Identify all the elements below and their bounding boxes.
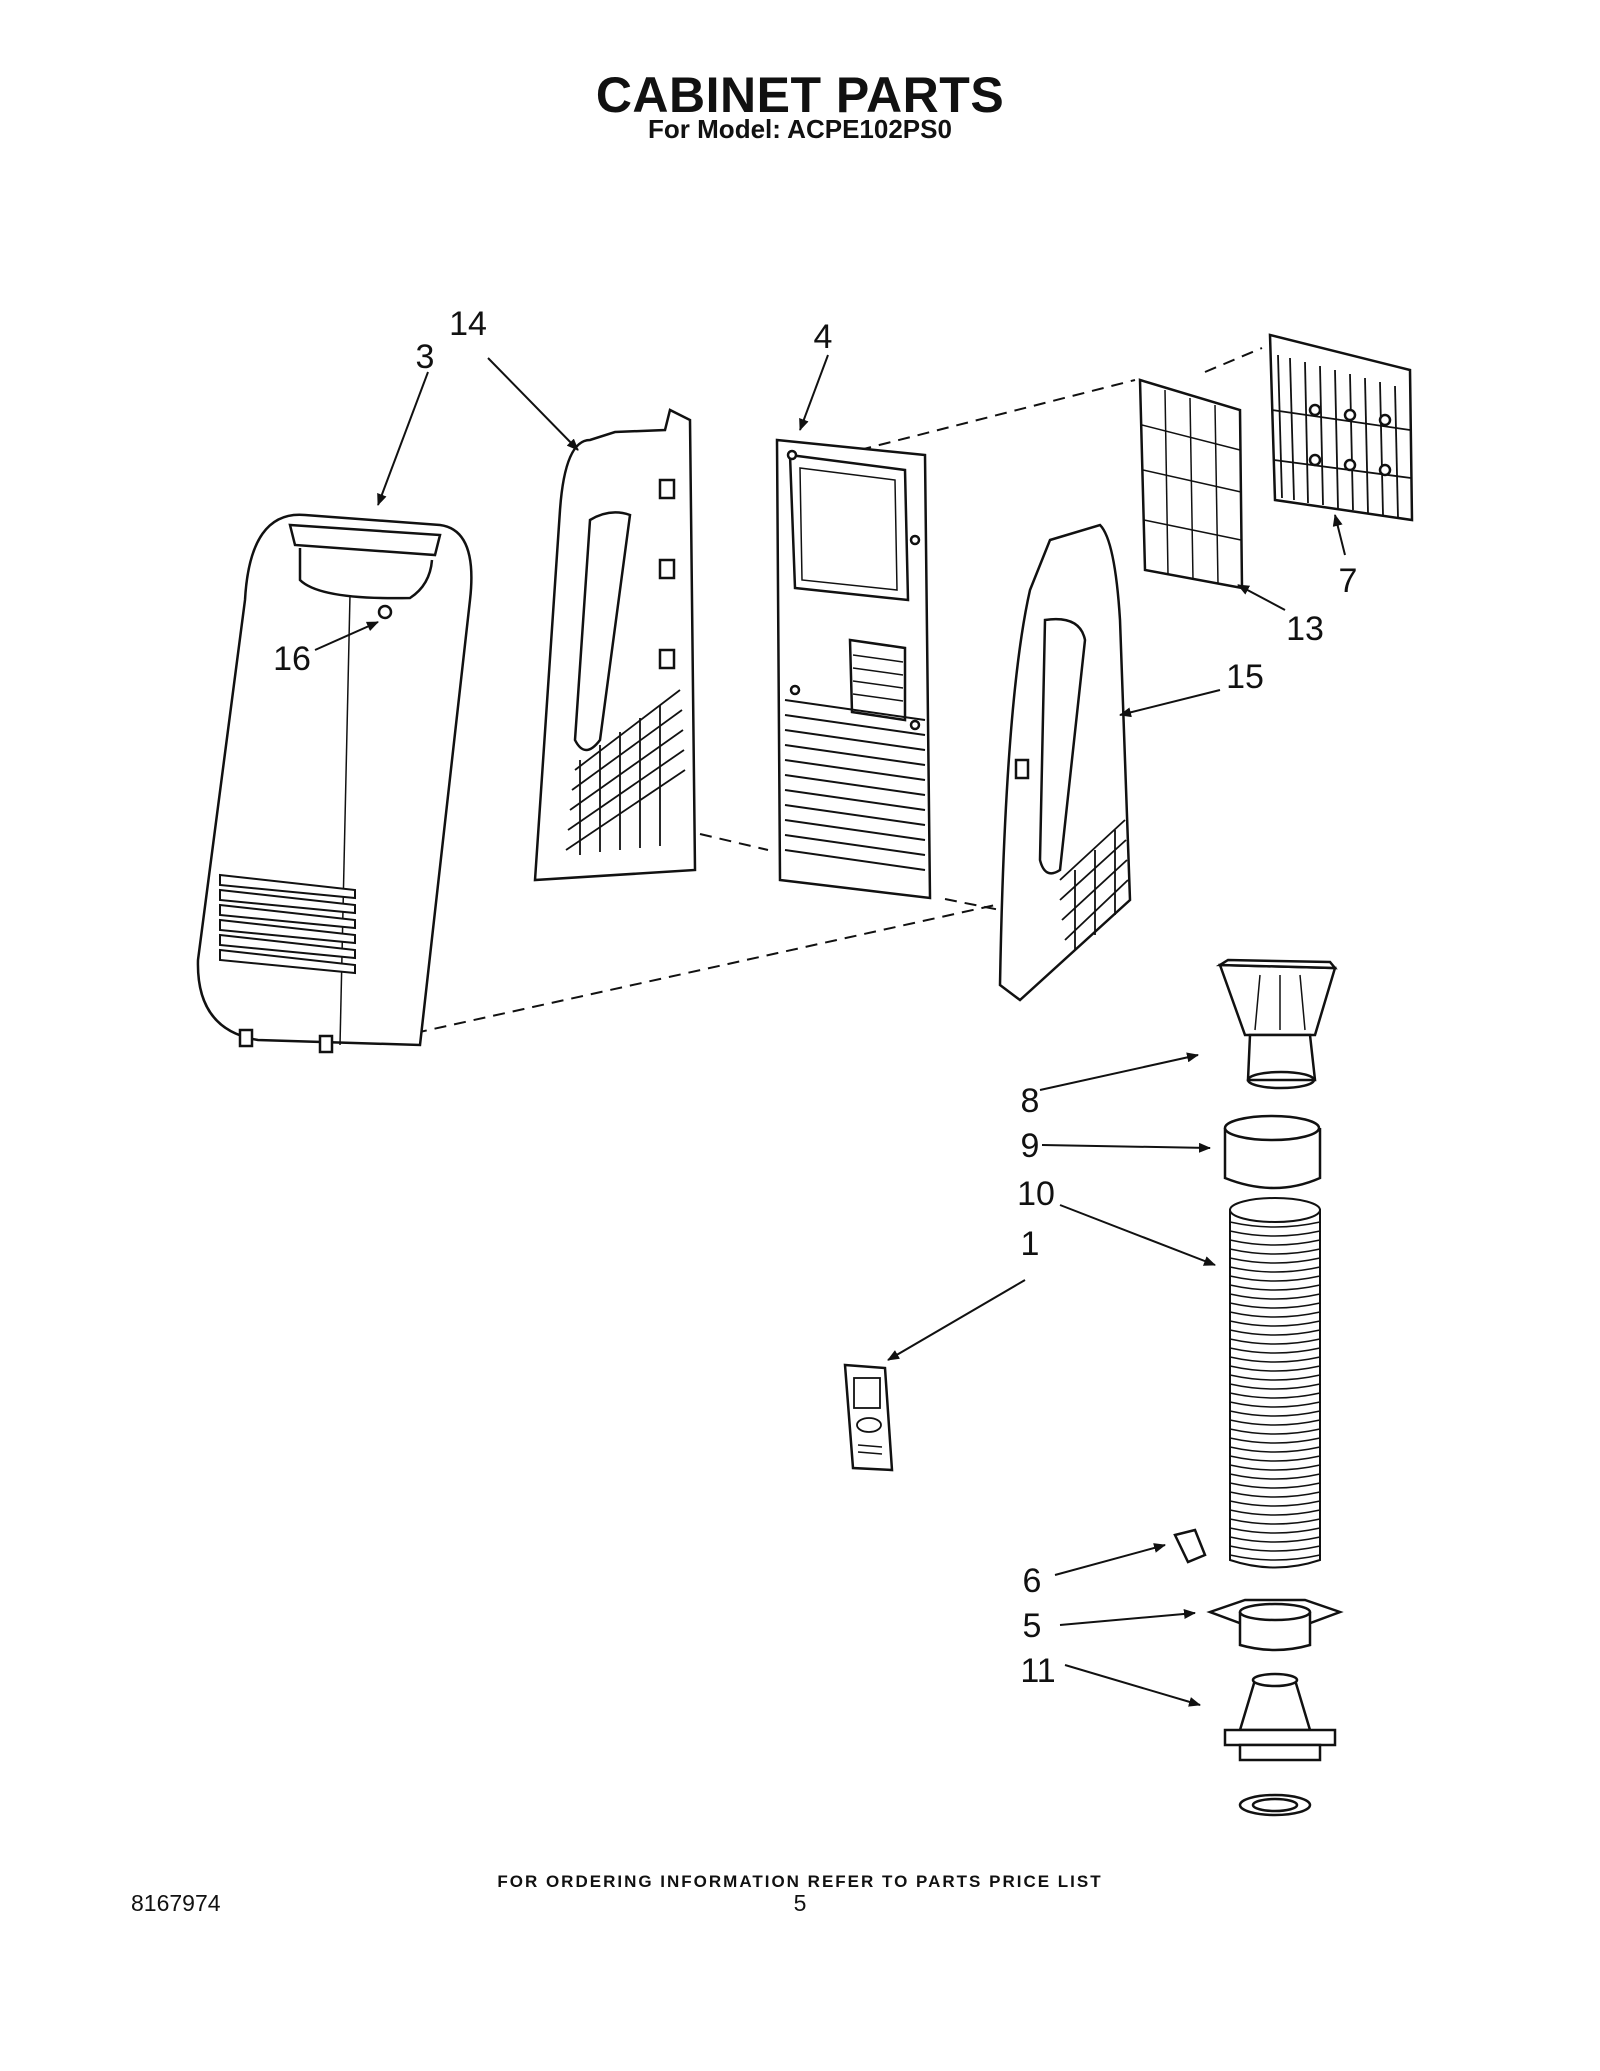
hose-rib bbox=[1229, 1284, 1321, 1291]
hose-rib bbox=[1229, 1356, 1321, 1363]
right-side-panel-part bbox=[998, 523, 1132, 1002]
callout-11: 11 bbox=[1020, 1652, 1055, 1690]
callout-13: 13 bbox=[1286, 610, 1324, 648]
document-number: 8167974 bbox=[131, 1890, 221, 1916]
hose-rib bbox=[1229, 1347, 1321, 1354]
exhaust-hose-part bbox=[1229, 1197, 1321, 1569]
callout-4: 4 bbox=[814, 318, 833, 356]
hose-rib bbox=[1229, 1527, 1321, 1534]
hose-clip-part bbox=[1173, 1528, 1207, 1564]
hose-rib bbox=[1229, 1464, 1321, 1471]
hose-rib bbox=[1229, 1545, 1321, 1552]
hose-rib bbox=[1229, 1338, 1321, 1345]
callout-8: 8 bbox=[1021, 1082, 1040, 1120]
window-adapter-part bbox=[1223, 1672, 1337, 1817]
hose-rib bbox=[1229, 1221, 1321, 1228]
hose-rib bbox=[1229, 1554, 1321, 1561]
rear-panel-part bbox=[775, 438, 932, 900]
hose-rib bbox=[1229, 1419, 1321, 1426]
hose-rib bbox=[1229, 1401, 1321, 1408]
hose-rib bbox=[1229, 1302, 1321, 1309]
hose-rib bbox=[1229, 1428, 1321, 1435]
hose-rib bbox=[1229, 1230, 1321, 1237]
callout-6: 6 bbox=[1023, 1562, 1042, 1600]
hose-rib bbox=[1229, 1500, 1321, 1507]
callout-7: 7 bbox=[1339, 562, 1358, 600]
hose-rib bbox=[1229, 1392, 1321, 1399]
hose-rib bbox=[1229, 1509, 1321, 1516]
exhaust-adapter-part bbox=[1215, 958, 1338, 1090]
hose-rib bbox=[1229, 1383, 1321, 1390]
hose-rib bbox=[1229, 1257, 1321, 1264]
hose-rib bbox=[1229, 1248, 1321, 1255]
front-cabinet-part bbox=[196, 513, 473, 1054]
hose-rib bbox=[1229, 1482, 1321, 1489]
ordering-info-note: FOR ORDERING INFORMATION REFER TO PARTS … bbox=[497, 1872, 1103, 1891]
hose-rib bbox=[1229, 1266, 1321, 1273]
rear-grille-part bbox=[1268, 333, 1414, 522]
hose-rib bbox=[1229, 1293, 1321, 1300]
hose-connector-part bbox=[1206, 1598, 1344, 1652]
hose-rib bbox=[1229, 1455, 1321, 1462]
air-filter-part bbox=[1138, 378, 1244, 590]
page-number: 5 bbox=[793, 1890, 807, 1916]
model-subtitle: For Model: ACPE102PS0 bbox=[648, 114, 952, 144]
callout-15: 15 bbox=[1226, 658, 1264, 696]
leader-arrows bbox=[314, 354, 1346, 1707]
hose-rib bbox=[1229, 1437, 1321, 1444]
hose-rib bbox=[1229, 1275, 1321, 1282]
callout-3: 3 bbox=[416, 338, 435, 376]
callout-5: 5 bbox=[1023, 1607, 1042, 1645]
hose-rib bbox=[1229, 1329, 1321, 1336]
left-side-panel-part bbox=[533, 408, 697, 882]
hose-rib bbox=[1229, 1239, 1321, 1246]
hose-rib bbox=[1229, 1536, 1321, 1543]
hose-rib bbox=[1229, 1365, 1321, 1372]
callout-16: 16 bbox=[273, 640, 311, 678]
hose-rib bbox=[1229, 1374, 1321, 1381]
callout-14: 14 bbox=[449, 305, 487, 343]
hose-rib bbox=[1229, 1491, 1321, 1498]
hose-rib bbox=[1229, 1446, 1321, 1453]
callout-10: 10 bbox=[1017, 1175, 1055, 1213]
hose-rib bbox=[1229, 1518, 1321, 1525]
hose-rib bbox=[1229, 1311, 1321, 1318]
hose-ring-part bbox=[1223, 1114, 1322, 1190]
page-title: CABINET PARTS bbox=[595, 67, 1005, 123]
remote-control-part bbox=[843, 1363, 894, 1472]
callout-1: 1 bbox=[1021, 1225, 1040, 1263]
alignment-lines bbox=[414, 347, 1263, 1034]
callout-9: 9 bbox=[1021, 1127, 1040, 1165]
hose-rib bbox=[1229, 1320, 1321, 1327]
hose-rib bbox=[1229, 1473, 1321, 1480]
hose-rib bbox=[1229, 1410, 1321, 1417]
